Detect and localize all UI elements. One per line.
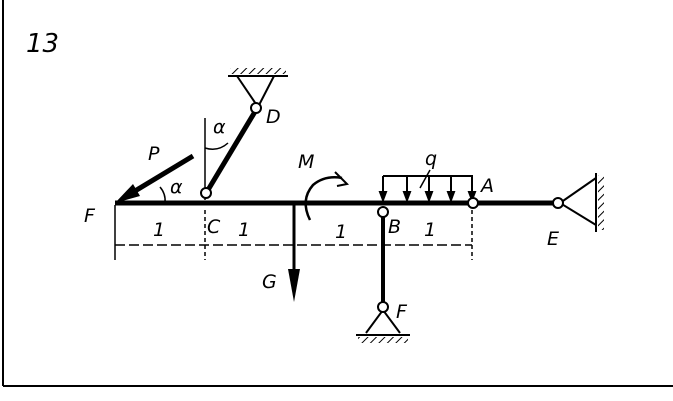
dimension-label: 1 bbox=[424, 219, 436, 241]
support-d bbox=[228, 68, 288, 109]
label-f-left: F bbox=[84, 205, 96, 227]
angle-arc-d bbox=[204, 142, 229, 150]
label-p: P bbox=[148, 143, 160, 165]
label-angle-p: α bbox=[170, 176, 183, 198]
label-d: D bbox=[266, 106, 281, 128]
hinge-b bbox=[377, 206, 389, 218]
force-g-arrow bbox=[288, 203, 300, 302]
label-angle-d: α bbox=[213, 116, 226, 138]
label-m: M bbox=[298, 151, 314, 173]
label-g: G bbox=[262, 271, 277, 293]
label-c: C bbox=[207, 216, 221, 238]
label-b: B bbox=[388, 216, 401, 238]
dimension-label: 1 bbox=[238, 219, 250, 241]
rod-cd bbox=[205, 108, 259, 192]
dimension-lines bbox=[114, 205, 473, 260]
dimension-label: 1 bbox=[335, 221, 347, 243]
hinge-a bbox=[467, 197, 479, 209]
moment-m-arrow bbox=[304, 171, 350, 221]
label-f-bottom: F bbox=[396, 301, 408, 323]
hinge-c bbox=[200, 187, 212, 199]
support-e bbox=[558, 173, 604, 232]
label-q: q bbox=[425, 148, 437, 170]
distributed-load-q bbox=[378, 169, 477, 203]
hinge-d bbox=[250, 102, 262, 114]
label-a: A bbox=[479, 175, 494, 197]
hinge-f bbox=[377, 301, 389, 313]
force-p-arrow bbox=[115, 153, 195, 204]
dimension-label: 1 bbox=[153, 219, 165, 241]
hinge-e bbox=[552, 197, 564, 209]
label-e: E bbox=[547, 228, 559, 250]
problem-number: 13 bbox=[26, 29, 59, 59]
